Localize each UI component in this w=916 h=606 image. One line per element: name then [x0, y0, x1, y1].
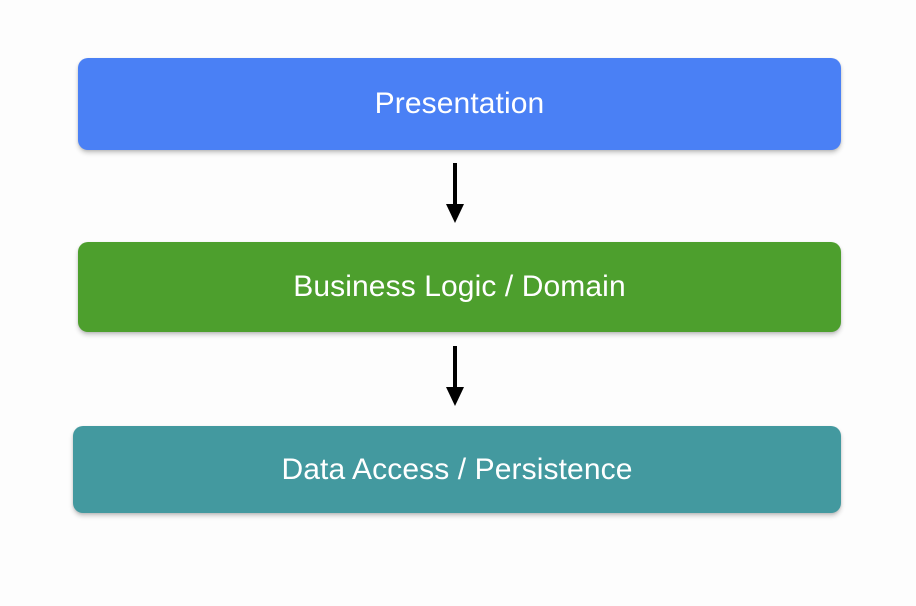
layer-label-business-logic: Business Logic / Domain — [293, 270, 626, 303]
layer-box-data-access[interactable]: Data Access / Persistence — [73, 426, 841, 513]
layer-label-data-access: Data Access / Persistence — [281, 452, 633, 486]
layer-box-business-logic[interactable]: Business Logic / Domain — [78, 242, 841, 332]
layer-label-presentation: Presentation — [374, 87, 545, 120]
arrow-business-to-data — [434, 346, 476, 408]
arrow-presentation-to-business — [434, 163, 476, 225]
layer-box-presentation[interactable]: Presentation — [78, 58, 841, 150]
